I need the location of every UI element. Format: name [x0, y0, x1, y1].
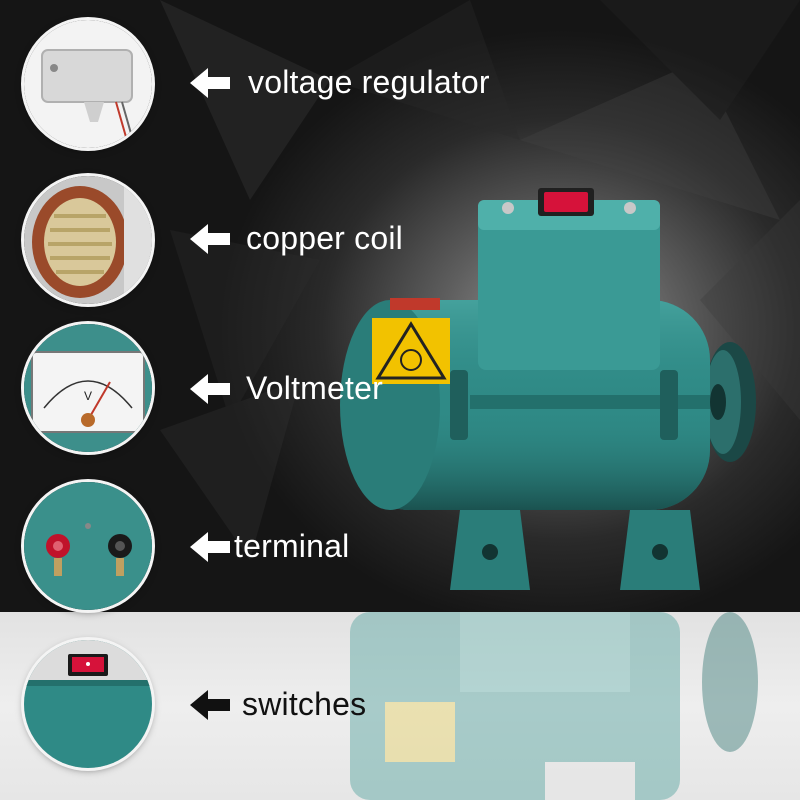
feature-terminal: terminal	[0, 482, 800, 622]
feature-label: copper coil	[246, 220, 403, 256]
terminal-photo	[24, 482, 152, 610]
left-arrow-icon	[190, 68, 230, 98]
generator-motor	[340, 188, 756, 590]
voltmeter-unit: V	[84, 389, 92, 403]
feature-switches: switches	[0, 640, 800, 780]
left-arrow-icon	[190, 224, 230, 254]
feature-label: terminal	[234, 528, 350, 564]
feature-label: Voltmeter	[246, 370, 383, 406]
motor-reflection	[350, 612, 758, 800]
switch-photo	[24, 640, 152, 768]
feature-label: voltage regulator	[248, 64, 490, 100]
feature-voltmeter: V Voltmeter	[0, 324, 800, 464]
left-arrow-icon	[190, 532, 230, 562]
voltmeter-photo: V	[24, 324, 152, 452]
left-arrow-icon	[190, 690, 230, 720]
copper-coil-photo	[24, 176, 152, 304]
feature-copper-coil: copper coil	[0, 176, 800, 316]
left-arrow-icon	[190, 374, 230, 404]
feature-label: switches	[242, 686, 367, 722]
faceted-background-pattern	[160, 0, 800, 560]
voltage-regulator-photo	[24, 20, 152, 148]
feature-voltage-regulator: voltage regulator	[0, 20, 800, 160]
